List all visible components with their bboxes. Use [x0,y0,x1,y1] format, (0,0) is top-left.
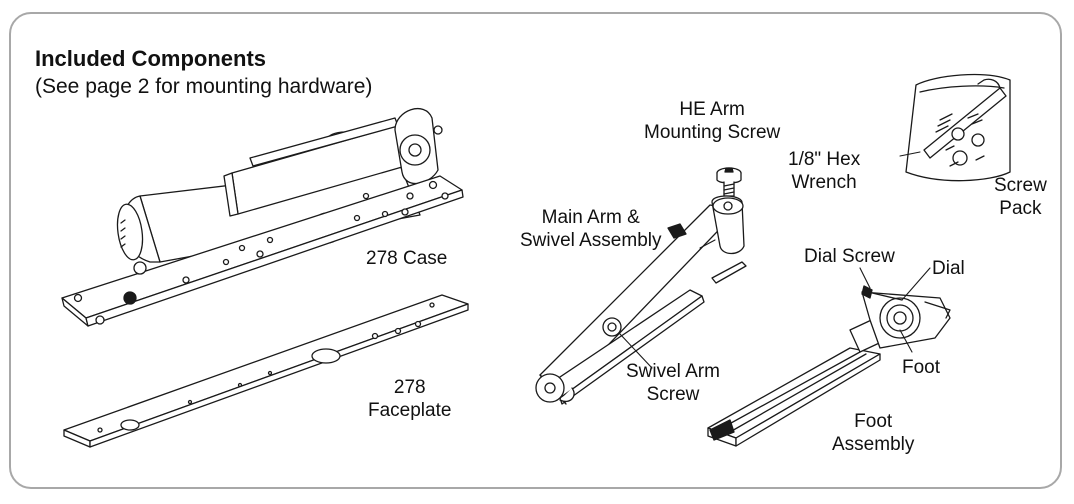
panel-title: Included Components [35,46,266,71]
foot-assembly-illustration [708,286,950,446]
leader-swivel-screw [620,334,652,368]
leader-dial [902,268,930,300]
leader-hex-wrench [900,152,920,156]
hex-wrench-label: 1/8" Hex Wrench [788,149,861,193]
faceplate-label: 278 Faceplate [368,377,452,421]
dial-label: Dial [932,258,965,279]
faceplate-illustration [64,295,468,447]
components-panel [9,12,1062,489]
closer-case-illustration [62,109,463,326]
foot-assembly-label: Foot Assembly [832,411,915,455]
swivel-screw-label: Swivel Arm Screw [626,361,720,405]
dial-screw-label: Dial Screw [804,246,895,267]
main-arm-label: Main Arm & Swivel Assembly [520,207,662,251]
screw-pack-illustration [906,75,1010,181]
main-arm-assembly-illustration [536,196,744,404]
leader-main-arm [700,240,715,248]
leader-dial-screw [860,268,870,288]
foot-label: Foot [902,357,941,378]
panel-subtitle: (See page 2 for mounting hardware) [35,75,373,98]
screw-pack-label: Screw Pack [994,175,1047,219]
he-arm-screw-label: HE Arm Mounting Screw [644,99,781,143]
case-label: 278 Case [366,248,448,269]
leader-foot [900,330,912,352]
